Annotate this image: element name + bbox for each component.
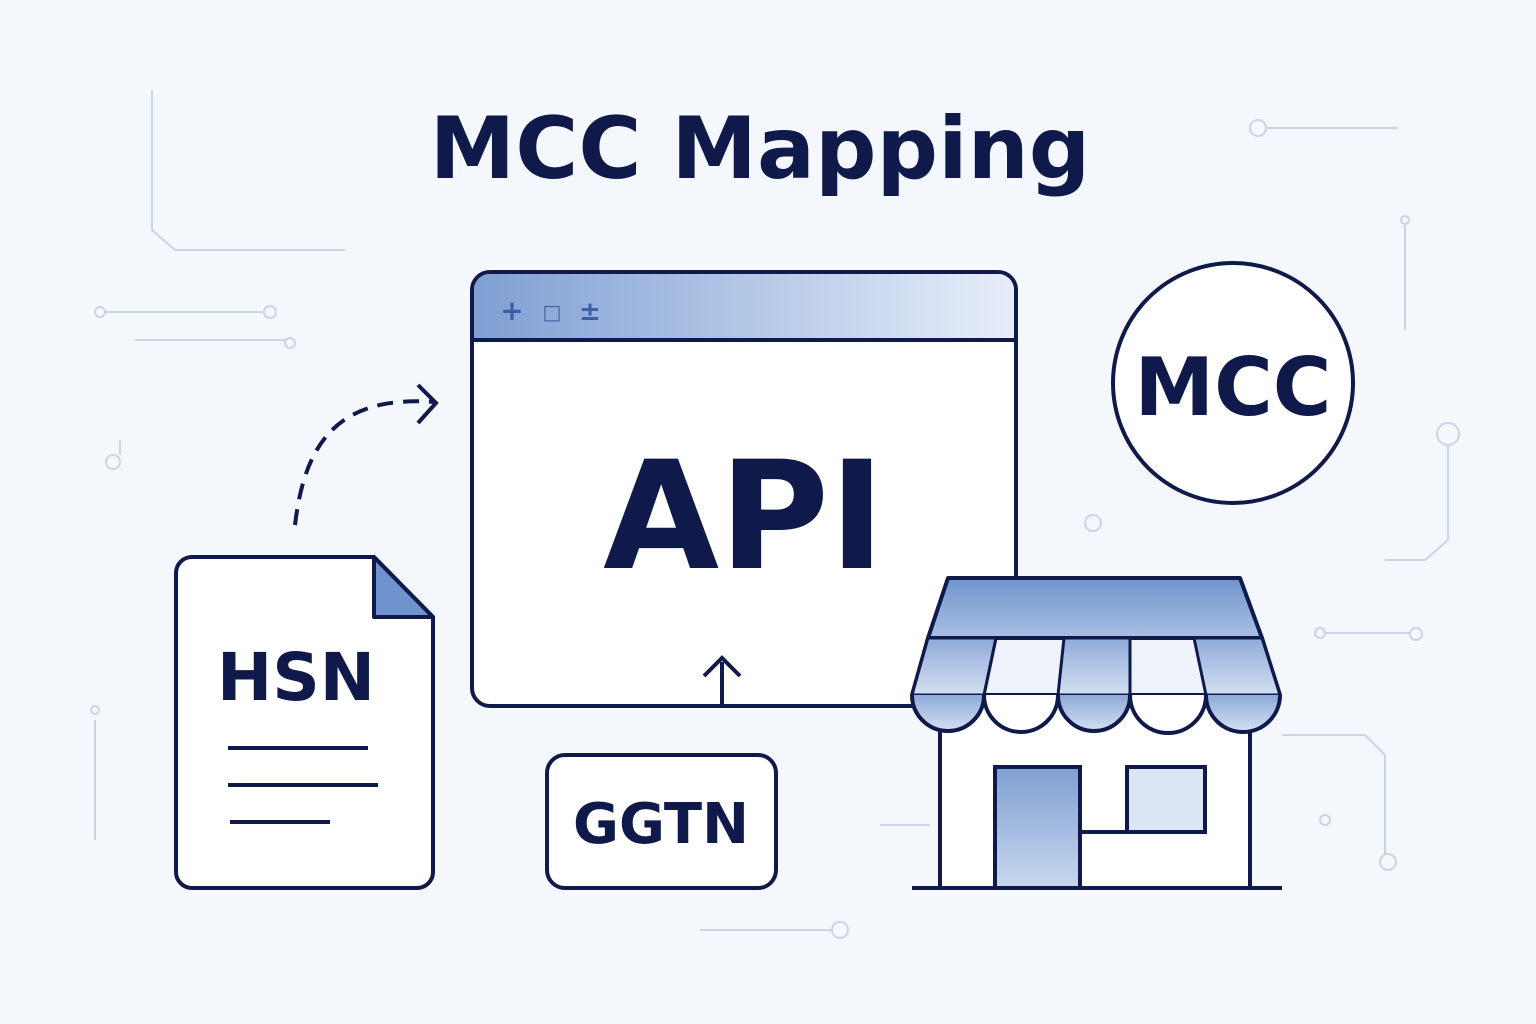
mcc-label: MCC [1134, 341, 1331, 434]
window-control-plus-minus-icon[interactable]: ± [579, 297, 601, 327]
ggtn-label: GGTN [573, 792, 749, 857]
ggtn-to-api-arrow [702, 655, 742, 706]
hsn-label: HSN [217, 639, 375, 716]
api-window: + □ ± API [470, 270, 1018, 708]
circuit-traces [90, 90, 1460, 939]
api-label: API [603, 430, 885, 604]
ggtn-tag: GGTN [545, 753, 778, 890]
hsn-document: HSN [174, 555, 435, 890]
store-door [993, 765, 1082, 890]
hsn-to-api-arrowhead [416, 383, 439, 425]
window-controls: + □ ± [500, 294, 601, 327]
hsn-to-api-arrow [293, 399, 436, 526]
window-control-square-icon[interactable]: □ [543, 300, 562, 324]
page-title: MCC Mapping [430, 99, 1091, 199]
store-window [1125, 765, 1207, 834]
store-icon [910, 576, 1283, 890]
mcc-badge: MCC [1111, 261, 1355, 505]
window-control-add-icon[interactable]: + [500, 294, 523, 327]
